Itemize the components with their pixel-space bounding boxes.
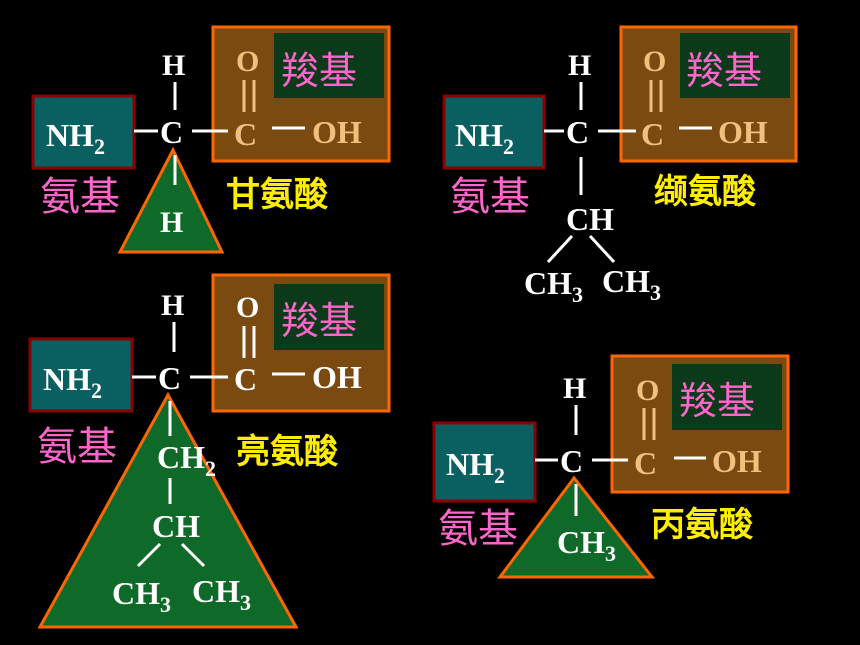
valine-carboxyl-label: 羧基 xyxy=(686,49,762,93)
leucine-structure: 羧基 H C O C OH NH2 CH2 CH CH3 CH3 氨基 亮氨酸 xyxy=(28,273,391,629)
glycine-carboxyl-label-bg xyxy=(274,33,384,98)
valine-amino-label: 氨基 xyxy=(450,174,530,220)
leucine-oh: OH xyxy=(312,359,362,395)
glycine-side-chain-triangle xyxy=(117,146,225,254)
leucine-ch3-right: CH3 xyxy=(192,573,251,615)
glycine-carboxyl-label: 羧基 xyxy=(281,49,357,93)
leucine-ch3-left: CH3 xyxy=(112,575,171,617)
alanine-amino-box xyxy=(432,421,537,503)
valine-structure: 羧基 H C O C OH NH2 CH CH3 CH3 氨基 缬氨酸 xyxy=(442,25,798,307)
alanine-amino-label: 氨基 xyxy=(438,506,518,552)
glycine-structure: 羧基 H C O C OH NH2 H 氨基 甘氨酸 xyxy=(31,25,391,254)
leucine-amino-box xyxy=(28,337,134,413)
leucine-carbonyl-c: C xyxy=(234,361,257,397)
alanine-carboxyl-label-bg xyxy=(672,364,782,430)
glycine-nh: NH2 xyxy=(46,117,105,159)
valine-o: O xyxy=(643,45,666,78)
alanine-carbonyl-c: C xyxy=(634,445,657,481)
leucine-amino-label: 氨基 xyxy=(37,424,117,470)
leucine-top-h: H xyxy=(161,289,184,322)
alanine-alpha-c: C xyxy=(560,443,583,479)
alanine-oh: OH xyxy=(712,443,762,479)
leucine-alpha-c: C xyxy=(158,360,181,396)
leucine-bond-ch3-right xyxy=(180,542,206,568)
valine-carboxyl-label-bg xyxy=(680,33,790,98)
valine-ch: CH xyxy=(566,201,614,237)
alanine-top-h: H xyxy=(563,372,586,405)
glycine-side-h: H xyxy=(160,206,183,239)
glycine-o: O xyxy=(236,45,259,78)
glycine-carbonyl-c: C xyxy=(234,116,257,152)
valine-alpha-c: C xyxy=(566,114,589,150)
glycine-name: 甘氨酸 xyxy=(226,175,329,215)
valine-bond-ch3-left xyxy=(546,234,574,264)
glycine-amino-box xyxy=(31,94,136,170)
valine-carbonyl-c: C xyxy=(641,116,664,152)
alanine-side-chain-triangle xyxy=(497,475,656,579)
glycine-alpha-c: C xyxy=(160,114,183,150)
glycine-oh: OH xyxy=(312,114,362,150)
leucine-ch2: CH2 xyxy=(157,439,216,481)
alanine-name: 丙氨酸 xyxy=(651,505,754,545)
glycine-amino-label: 氨基 xyxy=(40,174,120,220)
valine-top-h: H xyxy=(568,49,591,82)
leucine-o: O xyxy=(236,291,259,324)
valine-nh: NH2 xyxy=(455,117,514,159)
leucine-nh: NH2 xyxy=(43,361,102,403)
valine-bond-ch3-right xyxy=(588,234,616,264)
leucine-name: 亮氨酸 xyxy=(236,432,339,472)
valine-ch3-left: CH3 xyxy=(524,265,583,307)
alanine-ch3: CH3 xyxy=(557,524,616,566)
leucine-carboxyl-label: 羧基 xyxy=(281,299,357,343)
leucine-side-chain-triangle xyxy=(37,391,299,629)
leucine-carboxyl-label-bg xyxy=(274,284,384,350)
valine-ch3-right: CH3 xyxy=(602,263,661,305)
alanine-nh: NH2 xyxy=(446,446,505,488)
glycine-top-h: H xyxy=(162,49,185,82)
leucine-ch: CH xyxy=(152,508,200,544)
alanine-o: O xyxy=(636,374,659,407)
valine-name: 缬氨酸 xyxy=(654,172,757,212)
alanine-carboxyl-label: 羧基 xyxy=(679,379,755,423)
valine-oh: OH xyxy=(718,114,768,150)
leucine-bond-ch3-left xyxy=(136,542,162,568)
alanine-structure: 羧基 H C O C OH NH2 CH3 氨基 丙氨酸 xyxy=(432,354,790,579)
